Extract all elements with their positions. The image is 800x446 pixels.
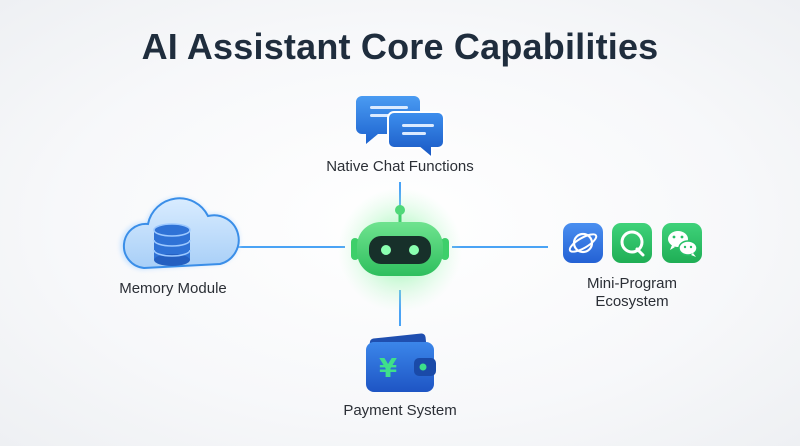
- robot-icon: [338, 188, 462, 312]
- wallet-yuan-icon: ¥: [366, 333, 436, 392]
- cloud-database-icon: [119, 197, 240, 270]
- label-mini-program-line1: Mini-Program: [586, 275, 677, 292]
- q-app-icon: [612, 223, 652, 263]
- planet-app-icon: [563, 223, 603, 263]
- yuan-symbol: ¥: [379, 354, 397, 384]
- chat-bubbles-icon: [356, 96, 445, 161]
- page-title: AI Assistant Core Capabilities: [141, 26, 659, 67]
- wechat-icon: [662, 223, 702, 263]
- label-mini-program-ecosystem: Mini-Program Ecosystem: [562, 275, 702, 311]
- label-native-chat-functions: Native Chat Functions: [326, 158, 474, 175]
- label-mini-program-line2: Ecosystem: [595, 293, 669, 310]
- label-payment-system: Payment System: [343, 402, 457, 419]
- label-memory-module: Memory Module: [119, 280, 227, 297]
- mini-program-icons: [563, 223, 702, 263]
